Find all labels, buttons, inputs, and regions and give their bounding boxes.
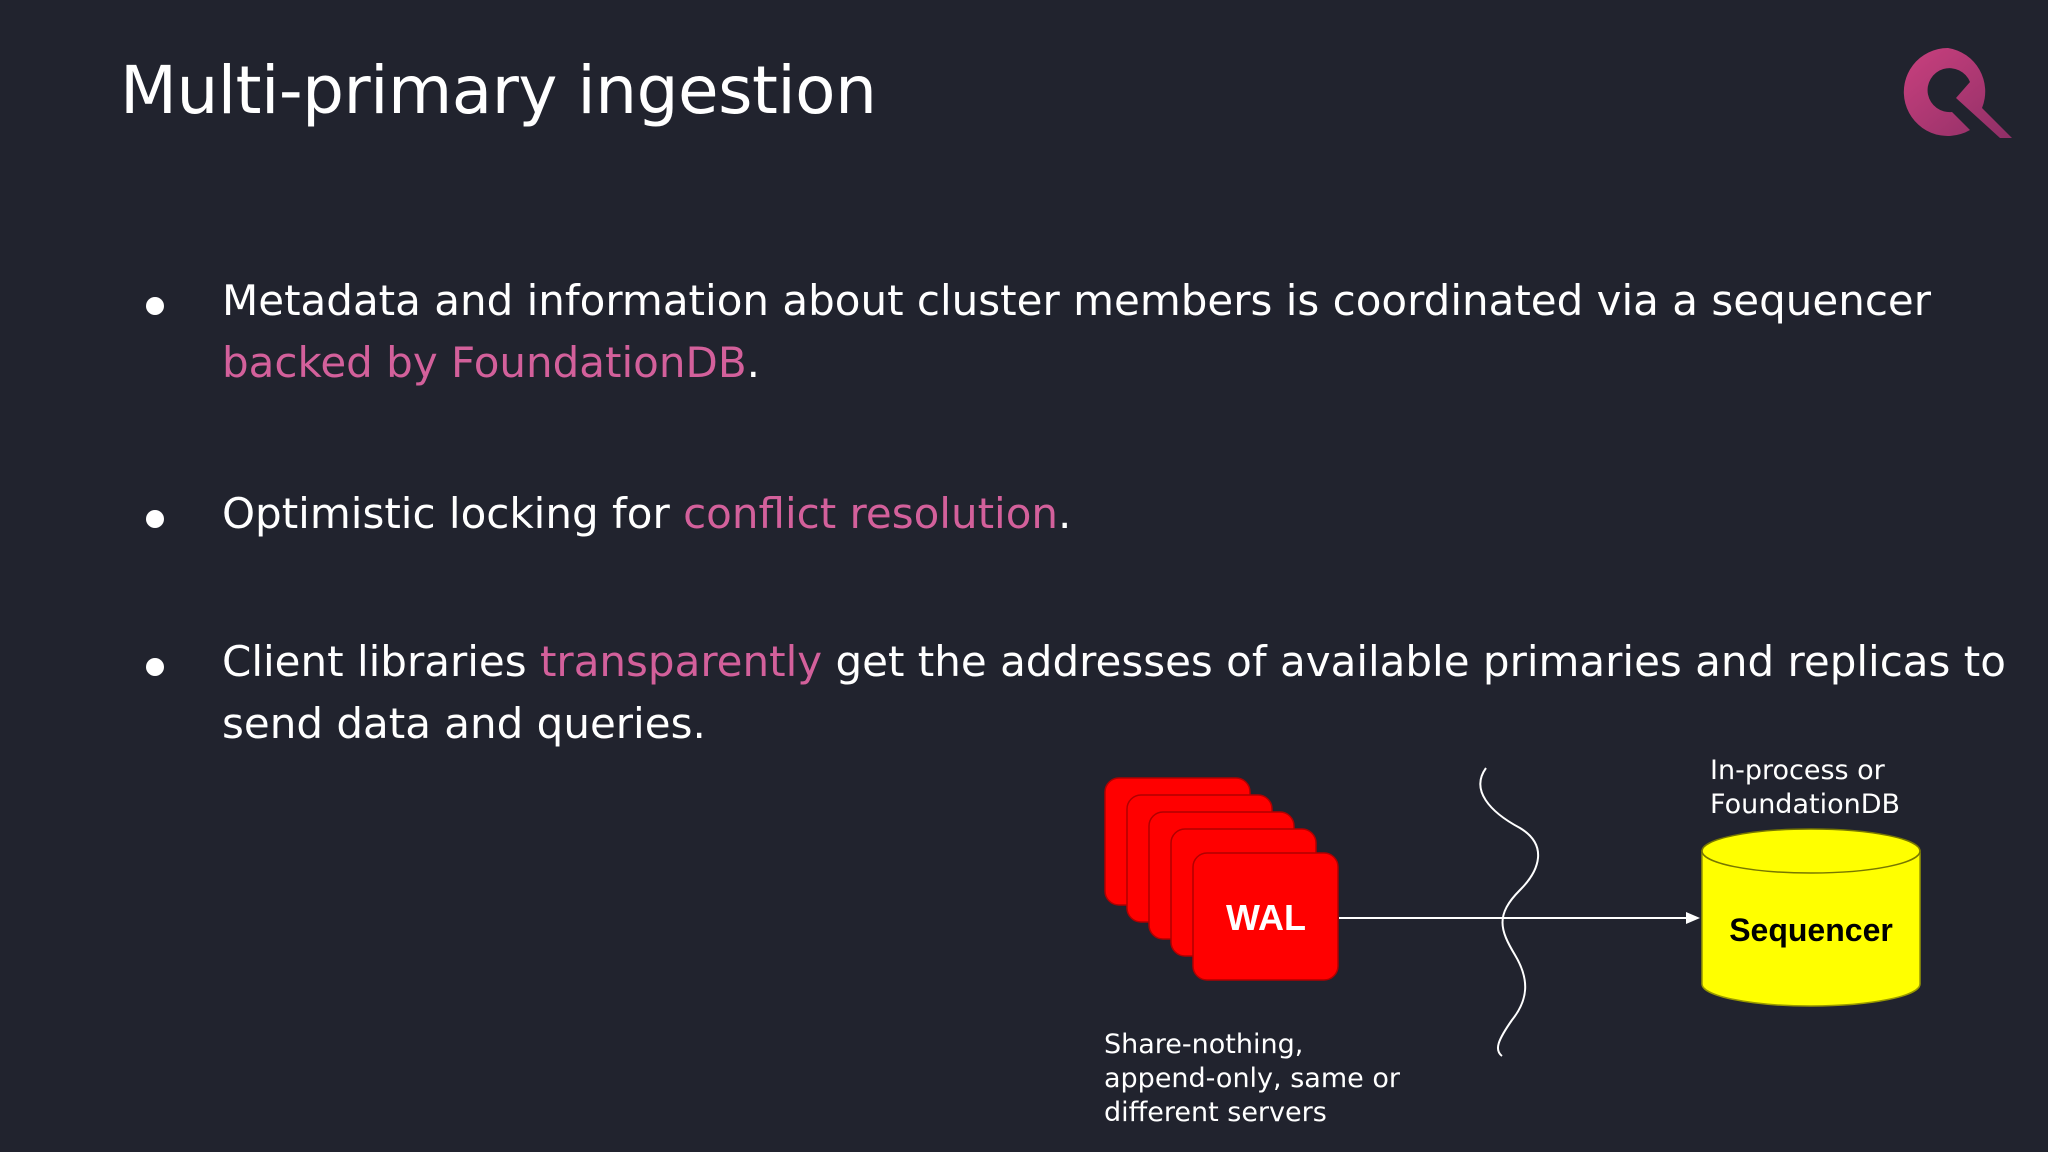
bullet-text: Client libraries transparently get the a…	[222, 637, 2006, 748]
sequencer-caption-line: In-process or	[1710, 755, 1885, 786]
bullet-dot	[146, 658, 164, 676]
wal-caption: Share-nothing, append-only, same or diff…	[1104, 1028, 1400, 1130]
brand-logo-icon	[1903, 47, 2012, 138]
bullet-text: Metadata and information about cluster m…	[222, 276, 1932, 387]
wal-caption-line: different servers	[1104, 1097, 1327, 1128]
wal-caption-line: Share-nothing,	[1104, 1029, 1304, 1060]
sequencer-cylinder	[1701, 828, 1921, 1007]
network-boundary-line	[1479, 767, 1539, 1057]
wal-caption-line: append-only, same or	[1104, 1063, 1400, 1094]
sequencer-label: Sequencer	[1729, 912, 1893, 948]
arrow-head-icon	[1686, 912, 1700, 924]
bullet-dot	[146, 297, 164, 315]
highlight-text: conflict resolution	[683, 489, 1059, 538]
sequencer-caption: In-process or FoundationDB	[1710, 754, 1900, 822]
bullet-dot	[146, 510, 164, 528]
bullet-text: Optimistic locking for conflict resoluti…	[222, 489, 1072, 538]
wal-box-front	[1192, 852, 1339, 981]
highlight-text: transparently	[539, 637, 823, 686]
sequencer-caption-line: FoundationDB	[1710, 789, 1901, 820]
highlight-text: backed by FoundationDB	[222, 338, 747, 387]
slide-title: Multi-primary ingestion	[120, 52, 877, 129]
wal-stack	[1104, 777, 1339, 981]
wal-label: WAL	[1226, 897, 1306, 938]
